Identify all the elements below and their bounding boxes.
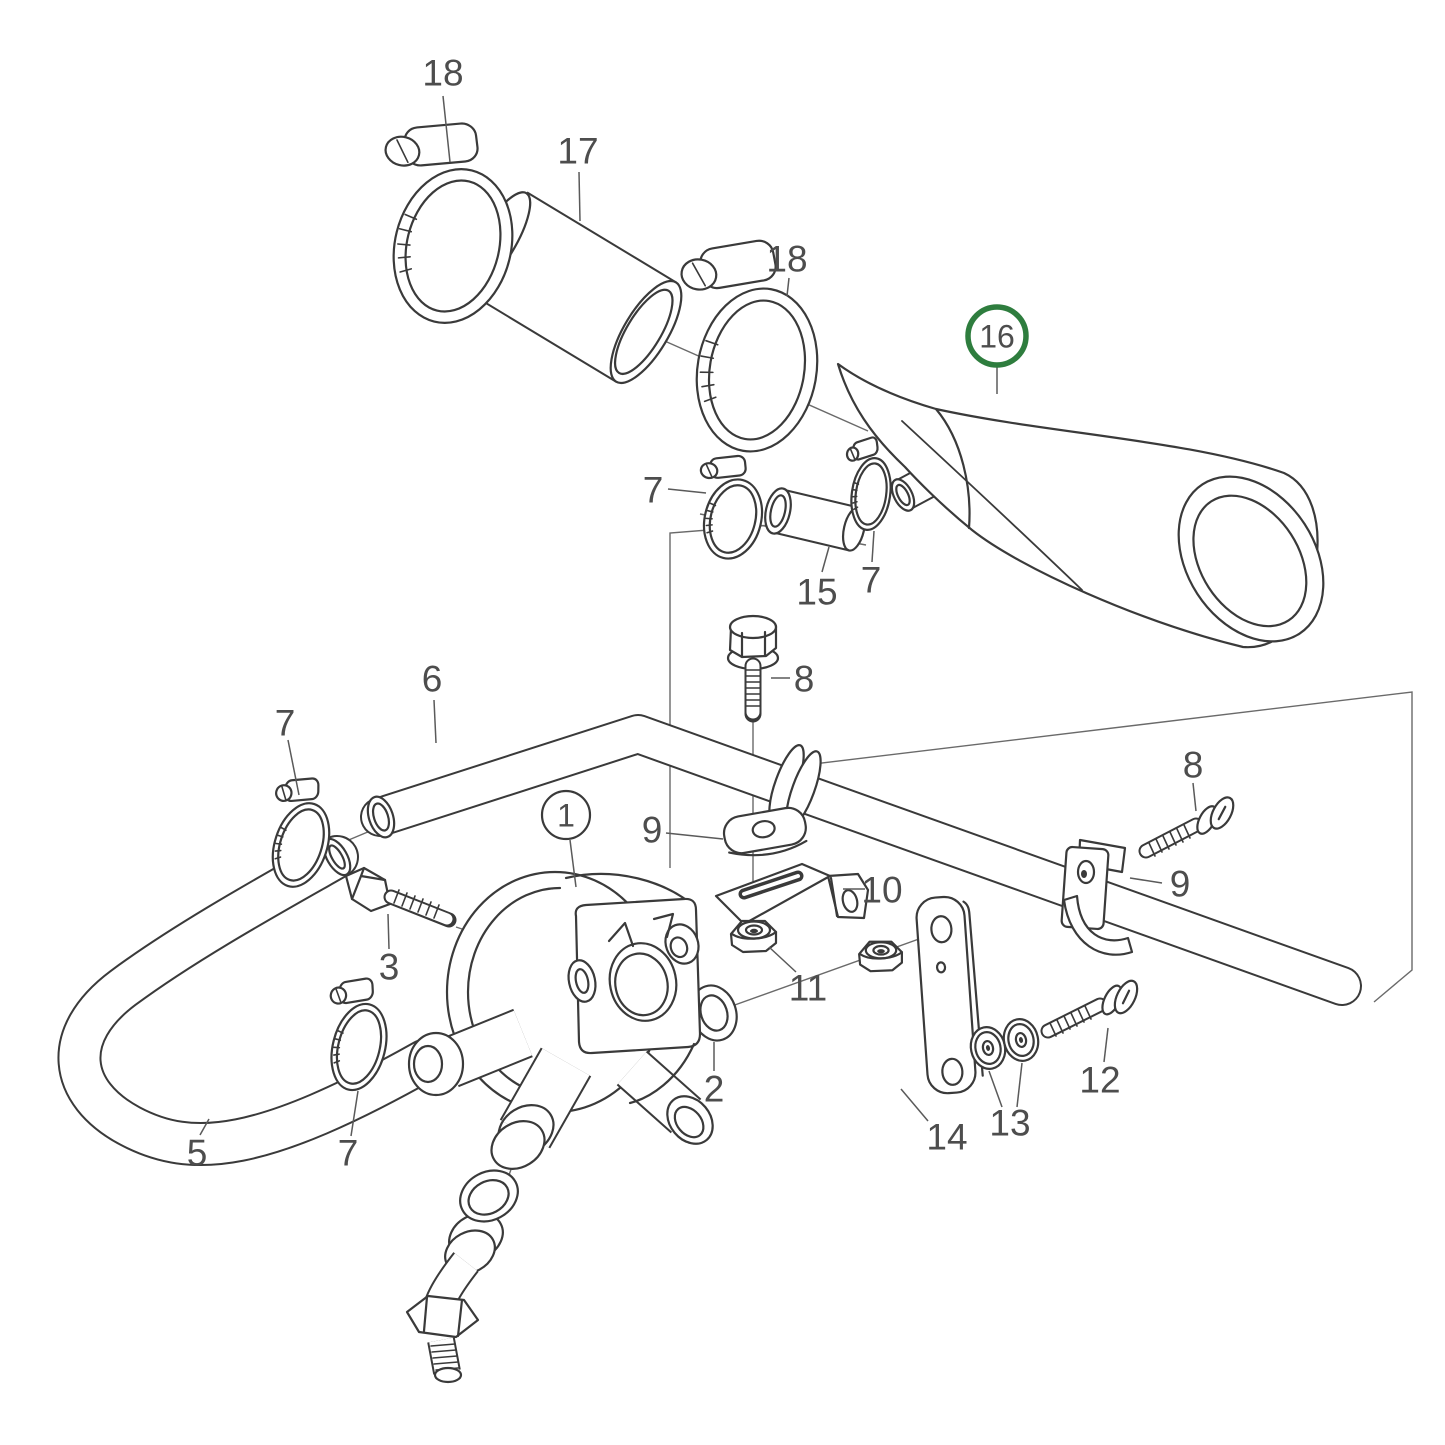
leader-13 <box>1016 1062 1023 1108</box>
callout-12[interactable]: 12 <box>1079 1059 1120 1100</box>
callout-7-c[interactable]: 7 <box>275 702 296 743</box>
part-9-clamp-left[interactable] <box>721 742 827 862</box>
callout-2[interactable]: 2 <box>704 1068 725 1109</box>
part-9-clamp-right[interactable] <box>1060 838 1134 956</box>
bolt-3[interactable] <box>344 866 457 928</box>
callout-3[interactable]: 3 <box>379 946 400 987</box>
leader-1 <box>569 839 577 888</box>
callout-18-top[interactable]: 18 <box>422 52 463 93</box>
leader-11 <box>768 946 797 973</box>
leader-14 <box>900 1088 929 1122</box>
callout-11[interactable]: 11 <box>789 967 827 1008</box>
leader-15 <box>821 546 830 573</box>
callout-9-left[interactable]: 9 <box>642 809 663 850</box>
callout-7-d[interactable]: 7 <box>338 1132 359 1173</box>
callout-circle-1[interactable] <box>540 789 592 841</box>
leader-9-right <box>1129 877 1163 884</box>
leader-7-d <box>350 1090 359 1137</box>
clamp-18-middle[interactable] <box>653 224 839 461</box>
callout-13[interactable]: 13 <box>989 1102 1030 1143</box>
part-15-hose[interactable] <box>761 486 869 553</box>
leader-7-a <box>667 488 707 494</box>
washer-13-right[interactable] <box>998 1014 1044 1066</box>
leader-8-right <box>1192 782 1197 812</box>
part-10-bracket[interactable] <box>714 862 870 926</box>
leader-9-left <box>665 832 724 840</box>
callout-16[interactable]: 16 <box>979 319 1015 355</box>
part-4-elbow-fitting[interactable] <box>405 1161 527 1384</box>
callout-circle-16[interactable] <box>965 304 1029 368</box>
part-1-pump-housing[interactable] <box>407 870 722 1178</box>
leader-7-b <box>871 530 875 563</box>
callout-10[interactable]: 10 <box>861 869 902 910</box>
leader-12 <box>1103 1027 1109 1063</box>
bolt-8-center[interactable] <box>726 614 780 723</box>
callout-9-right[interactable]: 9 <box>1170 863 1191 904</box>
part-6-pipe[interactable] <box>360 714 1362 1006</box>
leader-17 <box>578 171 581 222</box>
leader-13 <box>988 1070 1003 1108</box>
leader-5 <box>199 1118 210 1136</box>
callout-1[interactable]: 1 <box>557 798 575 834</box>
clamp-7-hose15-left[interactable] <box>680 444 777 566</box>
callout-15[interactable]: 15 <box>796 571 837 612</box>
leader-6 <box>433 699 437 744</box>
part-14-bracket[interactable] <box>915 895 984 1095</box>
callout-6[interactable]: 6 <box>422 658 443 699</box>
bolt-12[interactable] <box>1040 977 1142 1039</box>
callout-8-right[interactable]: 8 <box>1183 744 1204 785</box>
bolt-8-right[interactable] <box>1138 794 1238 859</box>
leader-7-c <box>287 739 300 796</box>
part-5-hose[interactable] <box>57 835 446 1166</box>
leader-18-mid <box>786 277 790 297</box>
callout-7-a[interactable]: 7 <box>643 469 664 510</box>
callout-8-center[interactable]: 8 <box>794 658 815 699</box>
callout-14[interactable]: 14 <box>926 1116 967 1157</box>
leader-3 <box>387 913 390 950</box>
callout-7-b[interactable]: 7 <box>861 559 882 600</box>
part-16-hose-highlighted[interactable] <box>836 362 1353 668</box>
leader-18-top <box>442 95 451 163</box>
nut-11-right[interactable] <box>858 940 903 973</box>
callout-5[interactable]: 5 <box>187 1132 208 1173</box>
callout-17[interactable]: 17 <box>557 130 598 171</box>
callout-18-mid[interactable]: 18 <box>766 238 807 279</box>
